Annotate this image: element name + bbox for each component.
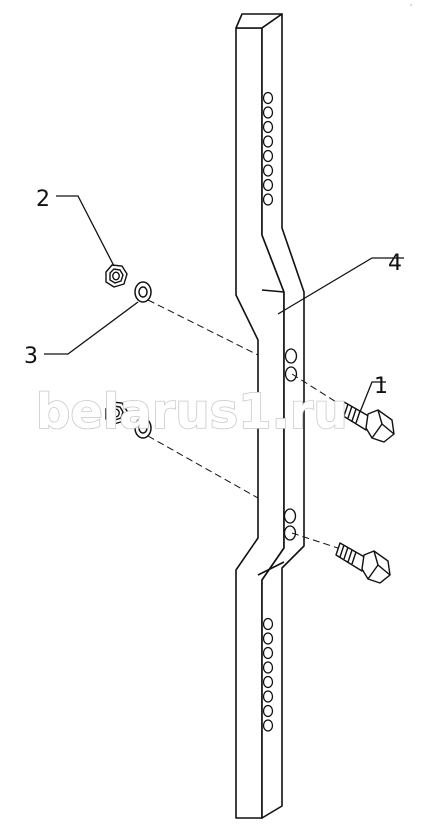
washer [134, 281, 152, 303]
callout-3: 3 [24, 344, 38, 369]
watermark-text: belarus1.ru [36, 384, 348, 440]
mounting-holes [283, 348, 298, 541]
assembly-line [291, 373, 353, 413]
hole-column-bottom [262, 617, 274, 732]
bar [235, 13, 305, 819]
adjustment-hole [262, 106, 274, 119]
callout-1: 1 [374, 374, 388, 399]
leader-line-4 [277, 257, 404, 315]
nut [105, 401, 128, 425]
adjustment-hole [262, 149, 274, 163]
callout-2: 2 [36, 187, 50, 212]
leader-lines [44, 195, 404, 413]
assembly-line [147, 435, 259, 499]
assembly-line [147, 299, 259, 356]
corner-mark: ° [410, 4, 413, 10]
adjustment-hole [262, 719, 274, 732]
adjustment-hole [262, 164, 274, 177]
hole-column-top [262, 91, 274, 206]
mounting-hole [283, 508, 297, 524]
bolt [339, 401, 395, 443]
adjustment-hole [262, 632, 274, 645]
mounting-hole [284, 348, 298, 364]
nut [105, 264, 128, 288]
adjustment-hole [262, 646, 274, 660]
leader-line-1 [359, 381, 386, 413]
adjustment-hole [262, 675, 274, 689]
callout-4: 4 [388, 251, 402, 276]
bar-bend-line-upper [261, 289, 285, 293]
adjustment-hole [262, 690, 274, 703]
adjustment-hole [262, 661, 274, 674]
adjustment-hole [262, 193, 274, 206]
adjustment-hole [262, 178, 274, 192]
bolt [335, 542, 391, 584]
mounting-hole [283, 525, 297, 541]
leader-line-2 [56, 195, 115, 267]
adjustment-hole [262, 120, 274, 134]
leader-line-3 [44, 301, 139, 355]
washer [134, 417, 152, 439]
adjustment-hole [262, 617, 274, 631]
adjustment-hole [262, 135, 274, 148]
bar-bend-line-lower [257, 561, 285, 576]
mounting-hole [284, 366, 298, 382]
adjustment-hole [262, 704, 274, 718]
adjustment-hole [262, 91, 274, 105]
